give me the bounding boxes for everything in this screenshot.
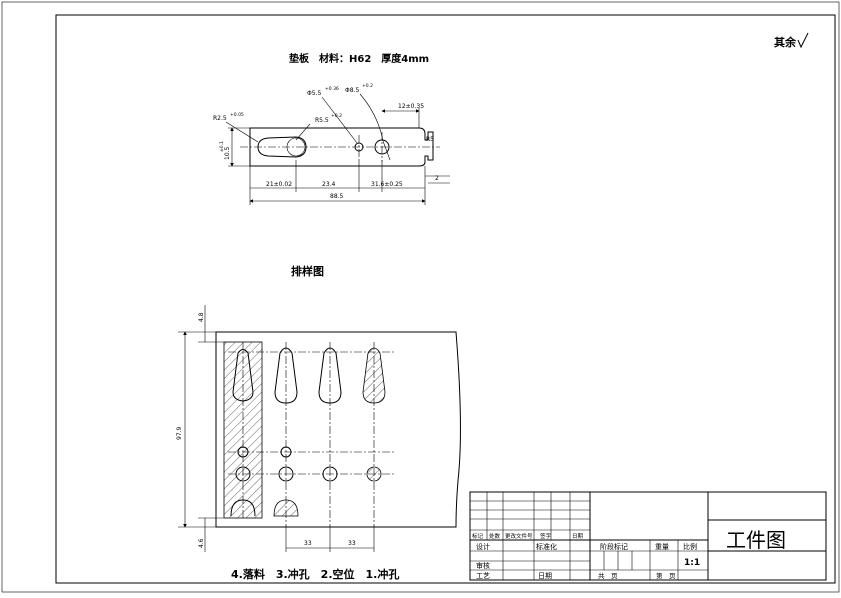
part-view <box>240 127 440 167</box>
weight-label: 重量 <box>655 543 669 551</box>
sheet-number: 第 页 <box>656 571 676 580</box>
stage-mark: 阶段标记 <box>600 542 628 551</box>
inner-frame <box>55 14 836 584</box>
slot-station-3 <box>274 347 298 404</box>
title-block-frame <box>469 491 827 581</box>
part-slot <box>257 136 307 158</box>
rev-label-doc: 更改文件号 <box>505 532 533 540</box>
row-design: 设计 <box>476 542 490 551</box>
dim-hole-a-tol: +0.05 <box>230 112 244 118</box>
hole-r2-c3 <box>366 466 382 482</box>
slot-end-circle <box>286 137 306 157</box>
rev-label-count: 处数 <box>489 532 501 540</box>
slot-station-1 <box>362 347 386 404</box>
arc-bottom-0 <box>230 499 256 517</box>
strip-layout <box>215 331 461 528</box>
dim-width: 10.5 <box>224 146 231 160</box>
sheets-total: 共 页 <box>598 571 618 580</box>
surface-finish-mark: 其余 <box>774 32 809 49</box>
dim-hole-c-tol: +0.36 <box>325 86 339 92</box>
dim-width-tol: ±0.1 <box>219 141 225 152</box>
dim-hole-b: R5.5 <box>315 117 329 124</box>
dim-pitch-right: 12±0.35 <box>398 103 424 110</box>
leader-hole-a <box>225 121 259 143</box>
dim-hole-d: Φ8.5 <box>345 87 359 94</box>
hole-r2-c0 <box>235 466 251 482</box>
slot-station-2 <box>318 347 342 404</box>
scale-label: 比例 <box>683 542 697 551</box>
rev-label-date: 日期 <box>572 533 584 540</box>
part-dimensions: R2.5 +0.05 10.5 ±0.1 R5.5 +0.2 Φ5.5 +0.3… <box>213 83 450 205</box>
dim-end-radius: R5 <box>426 136 434 143</box>
hole-r1-c1 <box>280 446 292 458</box>
strip-outline <box>215 331 461 528</box>
leader-hole-d <box>359 93 391 161</box>
dim-pitch-2: 33 <box>348 540 356 547</box>
dim-seg2: 23.4 <box>322 181 336 188</box>
hole-r2-c2 <box>322 466 338 482</box>
dim-pitch-1: 33 <box>304 540 312 547</box>
row-check: 审核 <box>476 561 490 570</box>
dim-total: 88.5 <box>330 193 344 200</box>
part-title: 垫板 材料：H62 厚度4mm <box>289 52 429 65</box>
slot-station-4 <box>232 349 254 402</box>
dim-step: 2 <box>435 175 439 182</box>
hole-r1-c0 <box>237 446 249 458</box>
dim-seg3: 31.6±0.25 <box>371 181 403 188</box>
row-date: 日期 <box>538 572 552 580</box>
title-block: 标记 处数 更改文件号 签字 日期 设计 标准化 审核 工艺 日期 阶段标记 重… <box>469 491 827 581</box>
surface-mark-text: 其余 <box>774 35 797 49</box>
dim-hole-c: Φ5.5 <box>307 90 321 97</box>
dim-layout-bottom: 4.6 <box>198 538 205 548</box>
row-std: 标准化 <box>536 542 557 551</box>
roughness-symbol-icon <box>797 32 809 49</box>
hole-r2-c1 <box>278 466 294 482</box>
steps-caption: 4.落料 3.冲孔 2.空位 1.冲孔 <box>231 567 399 581</box>
dim-layout-height: 97.9 <box>176 426 183 440</box>
leader-hole-b <box>295 123 311 141</box>
layout-title: 排样图 <box>291 264 324 278</box>
leader-hole-c <box>321 96 358 144</box>
rev-label-sign: 签字 <box>540 532 552 540</box>
dim-seg1: 21±0.02 <box>266 181 292 188</box>
rev-label-mark: 标记 <box>472 532 484 540</box>
layout-dimensions: 97.9 4.8 4.6 33 33 <box>176 305 375 552</box>
part-outline <box>249 127 434 167</box>
dim-hole-d-tol: +0.2 <box>362 83 373 89</box>
drawing-name: 工件图 <box>726 528 786 552</box>
dim-layout-top: 4.8 <box>198 312 205 322</box>
row-process: 工艺 <box>476 572 490 580</box>
scale-value: 1:1 <box>684 558 700 568</box>
dim-hole-a: R2.5 <box>213 115 227 122</box>
arc-bottom-1 <box>273 499 299 517</box>
